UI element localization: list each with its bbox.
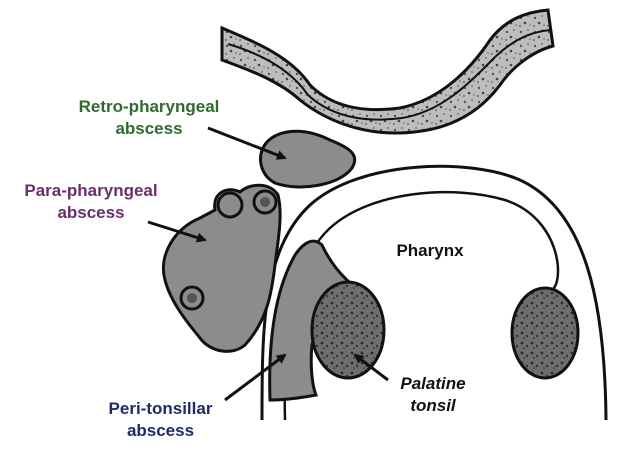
tonsil-label-line2: tonsil bbox=[388, 395, 478, 417]
left-palatine-tonsil-shape bbox=[312, 282, 384, 378]
para-label-line2: abscess bbox=[6, 202, 176, 224]
retro-pharyngeal-abscess-shape bbox=[261, 131, 355, 187]
para-pharyngeal-label: Para-pharyngeal abscess bbox=[6, 180, 176, 224]
vertebral-band bbox=[222, 10, 553, 133]
para-label-line1: Para-pharyngeal bbox=[6, 180, 176, 202]
pharynx-label: Pharynx bbox=[380, 240, 480, 262]
para-pharyngeal-abscess-shape bbox=[163, 185, 280, 351]
peri-label-line2: abscess bbox=[88, 420, 233, 442]
tonsil-label-line1: Palatine bbox=[388, 373, 478, 395]
right-palatine-tonsil-shape bbox=[512, 288, 578, 378]
retro-label-line2: abscess bbox=[64, 118, 234, 140]
peri-tonsillar-label: Peri-tonsillar abscess bbox=[88, 398, 233, 442]
peri-label-line1: Peri-tonsillar bbox=[88, 398, 233, 420]
palatine-tonsil-label: Palatine tonsil bbox=[388, 373, 478, 417]
retro-label-line1: Retro-pharyngeal bbox=[64, 96, 234, 118]
retro-pharyngeal-label: Retro-pharyngeal abscess bbox=[64, 96, 234, 140]
